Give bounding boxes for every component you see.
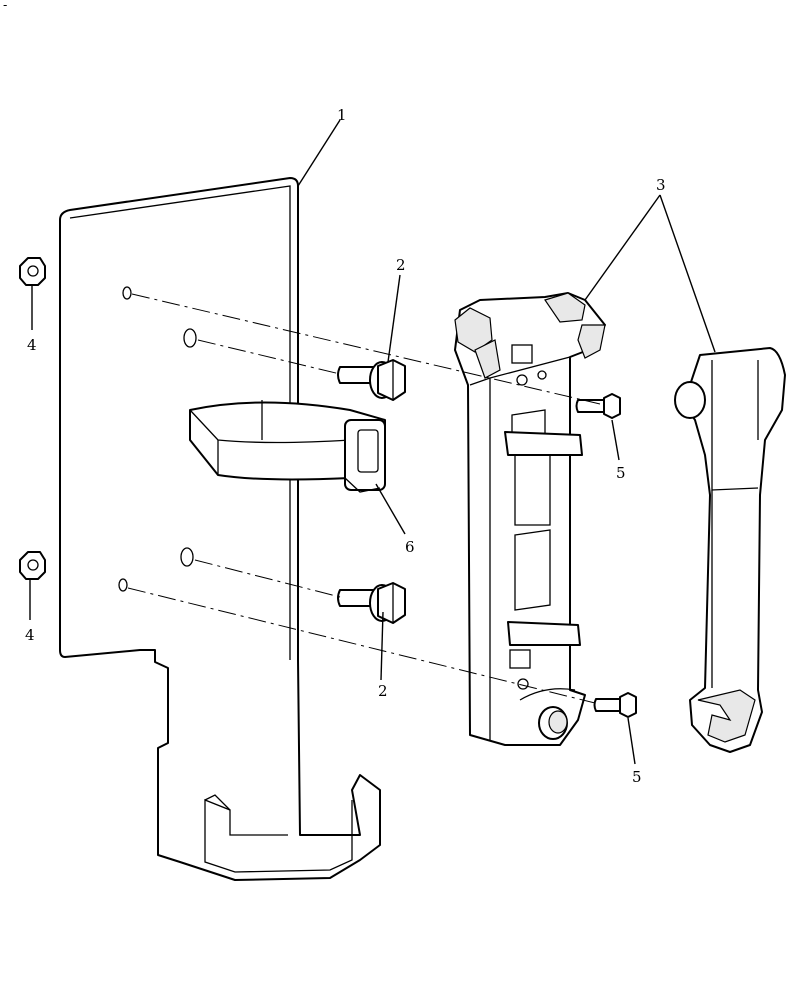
mounting-plate	[59, 177, 381, 881]
screw-upper	[575, 393, 621, 419]
callout-screw-lower: 5	[632, 768, 642, 786]
screw-lower	[593, 692, 637, 718]
callout-strap-clamp: 6	[405, 538, 415, 556]
leader-lines	[29, 119, 716, 765]
nut-upper	[19, 257, 46, 286]
callout-nut-lower: 4	[25, 626, 35, 644]
strap-clamp	[189, 400, 386, 493]
nut-lower	[19, 551, 46, 580]
callout-bolt-upper: 2	[396, 256, 406, 274]
callout-screw-upper: 5	[616, 464, 626, 482]
callout-handle-assembly: 3	[656, 176, 666, 194]
bracket-base	[454, 292, 606, 746]
center-lines	[127, 293, 601, 704]
handle-arm	[674, 347, 786, 753]
callout-plate: 1	[337, 106, 347, 124]
corner-mark: -	[3, 0, 7, 12]
callout-bolt-lower: 2	[378, 682, 388, 700]
callout-nut-upper: 4	[27, 336, 37, 354]
bolt-lower	[337, 582, 406, 624]
bolt-upper	[337, 359, 406, 401]
